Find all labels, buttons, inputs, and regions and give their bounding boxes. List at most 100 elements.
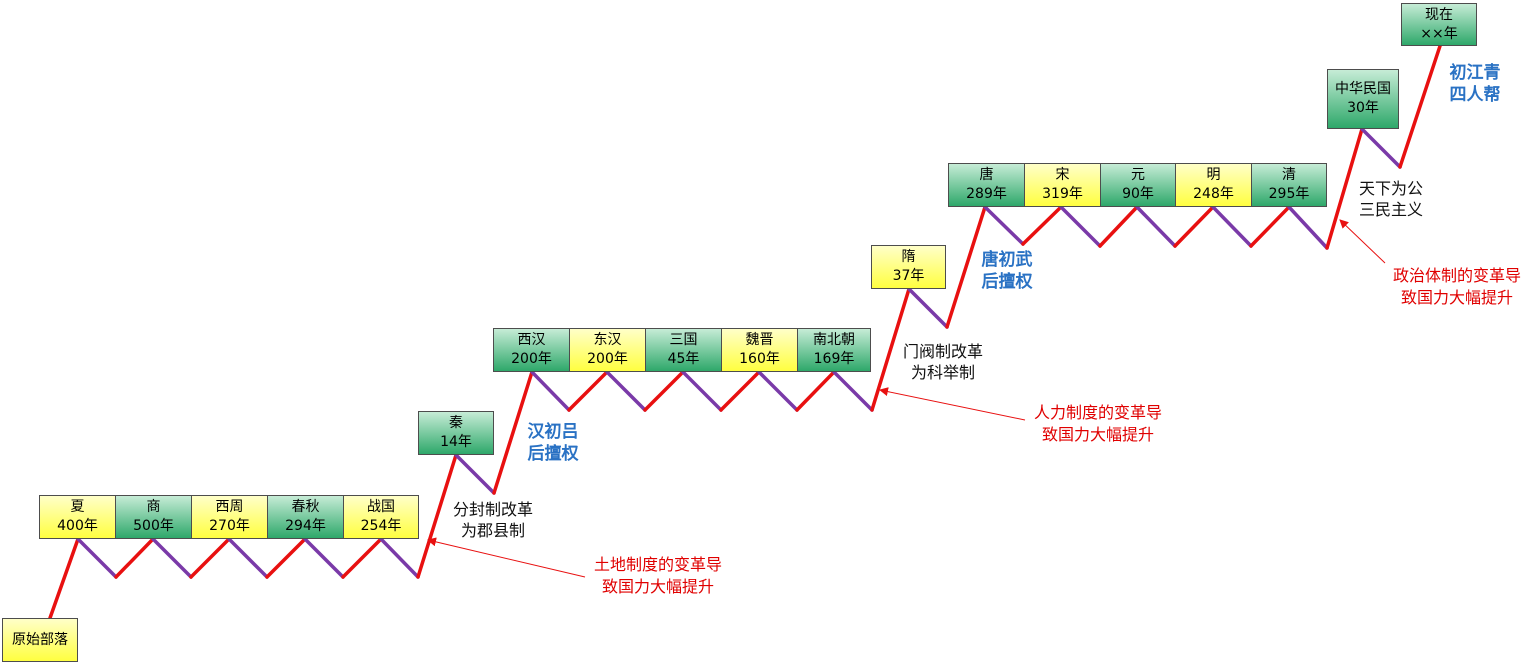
period-name: 清 [1282, 167, 1296, 183]
rise-segment [492, 370, 534, 495]
cause-label-land: 土地制度的变革导 致国力大幅提升 [578, 554, 738, 598]
period-box-eastern-han: 东汉 200年 [569, 328, 646, 372]
cause-line: 致国力大幅提升 [1400, 288, 1513, 307]
fall-segment [1211, 205, 1253, 248]
fall-segment [907, 287, 949, 329]
period-name: 南北朝 [813, 332, 855, 348]
fall-segment [1059, 205, 1102, 248]
fall-segment [76, 537, 118, 579]
period-name: 明 [1206, 167, 1221, 183]
period-name: 西汉 [517, 332, 546, 348]
period-years: 14年 [440, 434, 472, 450]
power-event-gang-of-four: 初江青 四人帮 [1436, 62, 1514, 106]
rise-segment [795, 370, 836, 412]
fall-segment [530, 370, 571, 412]
power-event-line: 汉初吕 [527, 422, 579, 442]
period-box-qing: 清 295年 [1251, 163, 1327, 207]
period-box-shang: 商 500年 [115, 495, 192, 539]
cause-arrow-land [427, 537, 586, 578]
period-name: 原始部落 [12, 631, 68, 648]
rise-segment [189, 537, 231, 579]
period-name: 魏晋 [745, 332, 774, 348]
power-event-line: 四人帮 [1449, 85, 1501, 105]
fall-segment [983, 205, 1025, 246]
reform-line: 分封制改革 [452, 500, 533, 519]
period-box-spring-autumn: 春秋 294年 [267, 495, 344, 539]
cause-arrows [427, 219, 1386, 578]
period-years: 169年 [813, 351, 855, 367]
reform-line: 三民主义 [1358, 200, 1423, 219]
rise-segment [870, 287, 911, 412]
period-name: 隋 [901, 249, 916, 265]
fall-segment [454, 453, 496, 495]
period-box-yuan: 元 90年 [1100, 163, 1176, 207]
cause-line: 致国力大幅提升 [1041, 425, 1154, 444]
power-event-line: 后擅权 [527, 444, 579, 464]
period-box-song: 宋 319年 [1024, 163, 1101, 207]
period-years: 319年 [1042, 186, 1083, 202]
period-name: 夏 [70, 499, 85, 515]
period-box-warring-states: 战国 254年 [343, 495, 419, 539]
fall-segment [832, 370, 874, 412]
rise-segment [1249, 205, 1291, 248]
fall-segment [605, 370, 647, 412]
period-box-wei-jin: 魏晋 160年 [721, 328, 798, 372]
period-years: 200年 [587, 351, 628, 367]
rise-segment [1021, 205, 1063, 246]
fall-segment [757, 370, 799, 412]
rise-segment [1325, 127, 1364, 250]
period-years: 254年 [360, 518, 402, 534]
rise-segment [416, 453, 458, 579]
period-box-republic-of-china: 中华民国 30年 [1327, 69, 1399, 129]
fall-segment [151, 537, 193, 579]
period-years: 295年 [1268, 186, 1310, 202]
reform-line: 为科举制 [910, 363, 975, 382]
cause-arrow-manpower [879, 387, 1026, 421]
cause-arrow-politics [1339, 219, 1386, 264]
period-years: 270年 [209, 518, 250, 534]
reform-label-prefecture: 分封制改革 为郡县制 [440, 499, 546, 541]
period-years: 90年 [1122, 186, 1154, 202]
period-years: 289年 [966, 186, 1007, 202]
period-name: 元 [1131, 167, 1145, 183]
rise-segment [643, 370, 685, 412]
rise-segment [48, 537, 80, 620]
period-name: 春秋 [291, 499, 320, 515]
period-box-xia: 夏 400年 [39, 495, 116, 539]
zigzag-line [48, 44, 1442, 620]
period-name: 商 [146, 499, 161, 515]
cause-line: 人力制度的变革导 [1033, 403, 1162, 422]
fall-segment [227, 537, 269, 579]
period-years: 400年 [57, 518, 98, 534]
period-box-primitive-tribe: 原始部落 [2, 618, 78, 662]
period-box-western-zhou: 西周 270年 [191, 495, 268, 539]
period-years: 248年 [1193, 186, 1234, 202]
period-box-western-han: 西汉 200年 [493, 328, 570, 372]
period-box-qin: 秦 14年 [418, 411, 494, 455]
rise-segment [1098, 205, 1139, 248]
fall-segment [303, 537, 345, 579]
period-years: 45年 [667, 351, 700, 367]
period-name: 宋 [1055, 167, 1070, 183]
rise-segment [341, 537, 383, 579]
period-name: 秦 [449, 415, 463, 431]
power-event-line: 后擅权 [981, 272, 1033, 292]
period-name: 三国 [669, 332, 698, 348]
reform-line: 天下为公 [1358, 179, 1423, 198]
fall-segment [681, 370, 723, 412]
period-years: 160年 [739, 351, 780, 367]
fall-segment [1360, 127, 1402, 169]
reform-label-three-principles: 天下为公 三民主义 [1343, 178, 1439, 220]
period-years: 30年 [1347, 100, 1379, 116]
fall-segment [1135, 205, 1177, 248]
period-name: 唐 [979, 167, 994, 183]
period-name: 中华民国 [1335, 81, 1391, 97]
period-box-now: 现在 ××年 [1401, 3, 1477, 46]
cause-line: 政治体制的变革导 [1392, 266, 1521, 285]
period-box-ming: 明 248年 [1175, 163, 1252, 207]
power-event-line: 唐初武 [981, 250, 1033, 270]
power-event-empress-lu: 汉初吕 后擅权 [514, 421, 592, 465]
fall-segment [379, 537, 420, 579]
period-name: 西周 [215, 499, 244, 515]
